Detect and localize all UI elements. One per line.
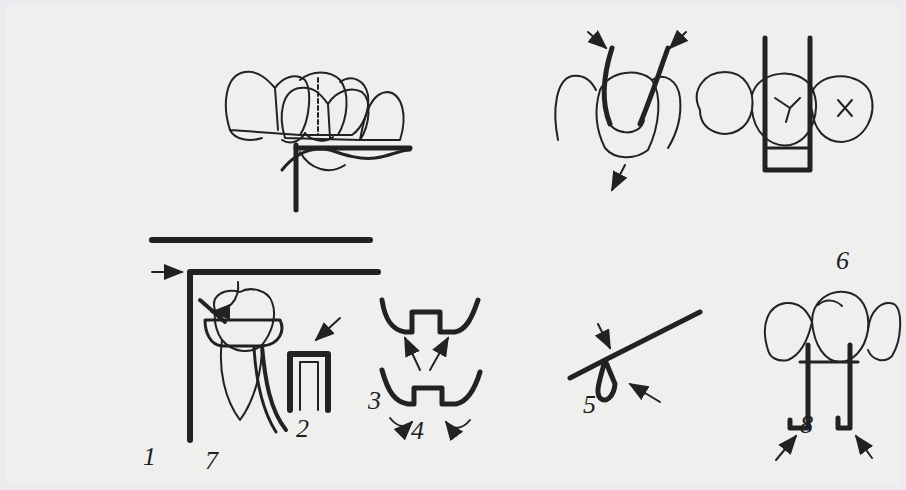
figure-number: 6 [836, 248, 849, 274]
figure-number: 7 [205, 448, 218, 474]
figure-number: 3 [368, 388, 381, 414]
figure-number: 8 [800, 412, 813, 438]
figure-number: 5 [583, 392, 596, 418]
figure-number: 1 [143, 444, 156, 470]
figure-number: 4 [411, 418, 424, 444]
figure-number: 2 [296, 416, 309, 442]
